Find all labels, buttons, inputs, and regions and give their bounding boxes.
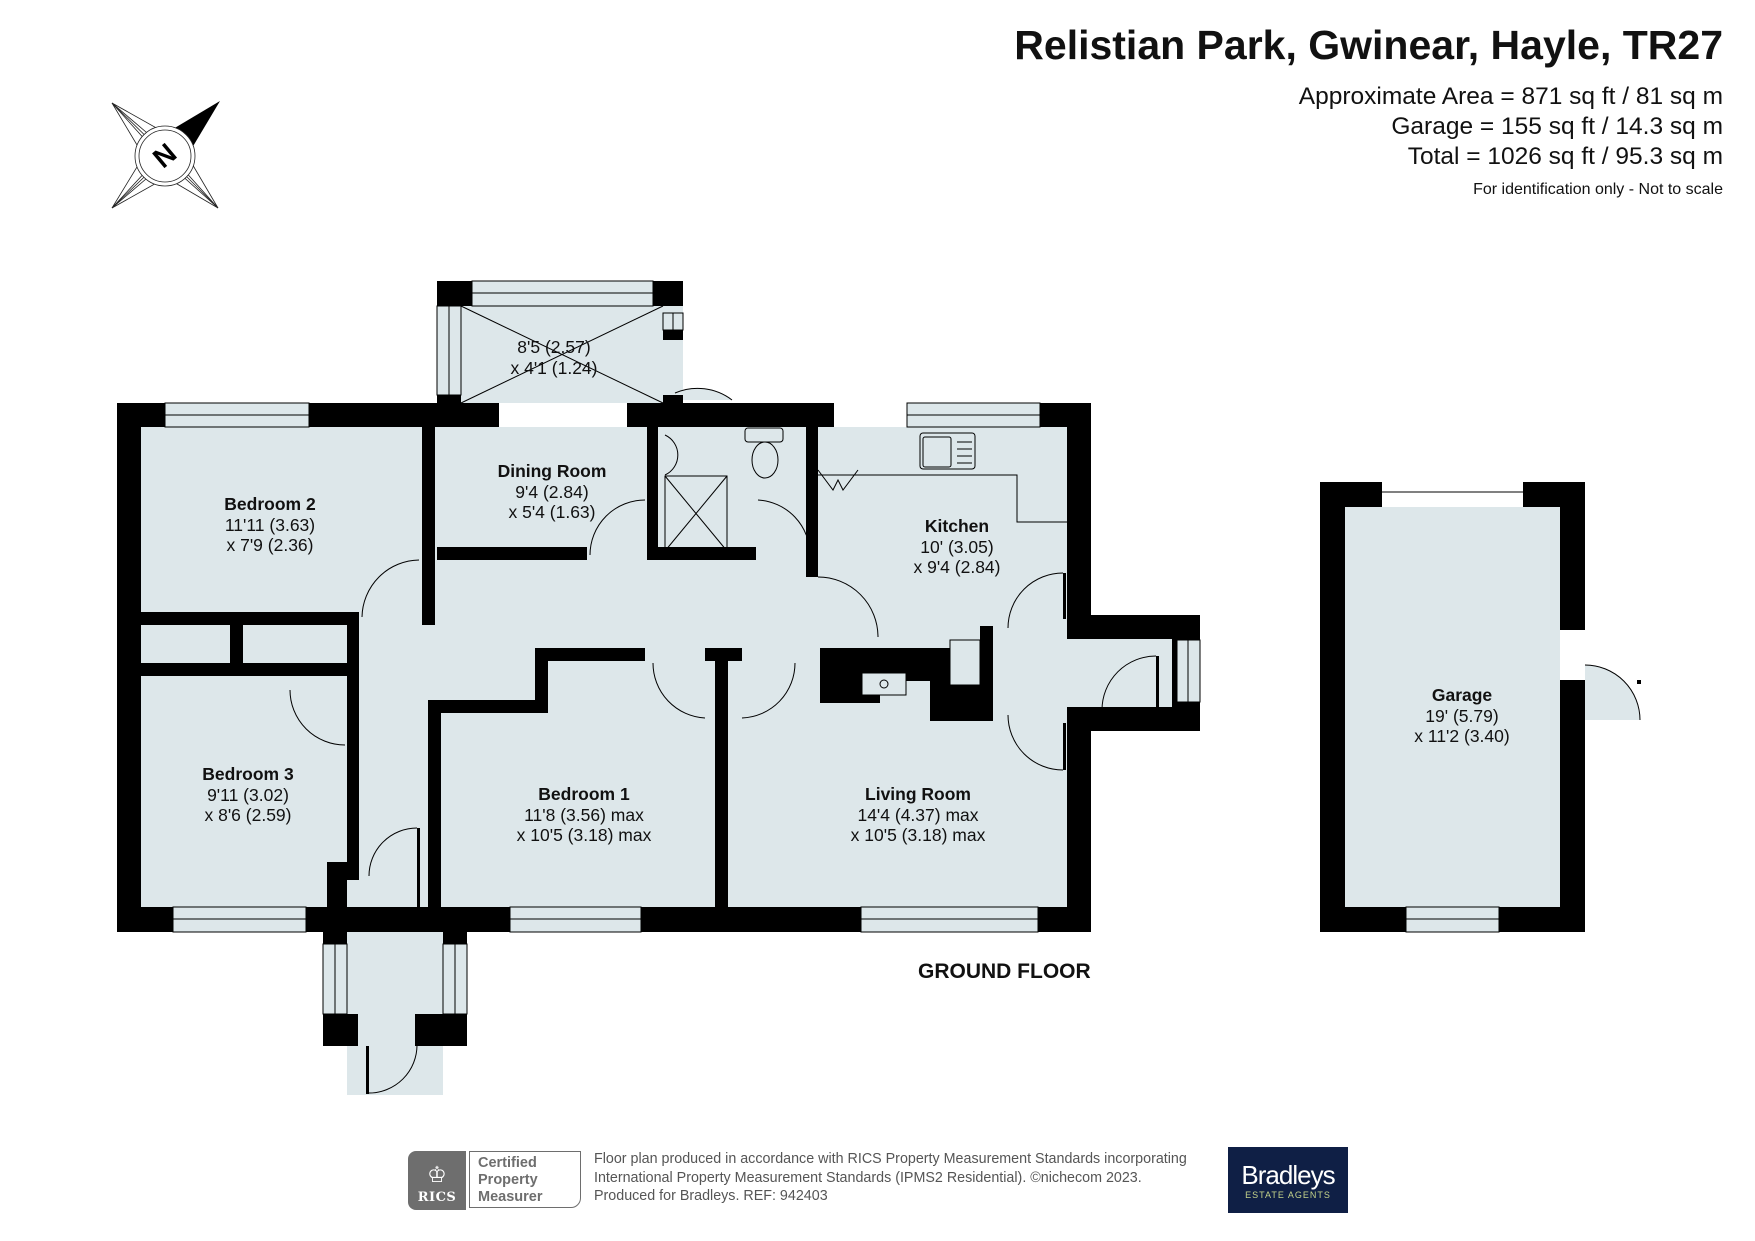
- garage-dimension-2: x 11'2 (3.40): [1414, 726, 1510, 746]
- porch-dimension-1: 8'5 (2.57): [517, 337, 591, 357]
- bedroom-1-name: Bedroom 1: [538, 784, 630, 804]
- rics-lion-icon: ♔: [427, 1162, 447, 1187]
- bradleys-logo: Bradleys ESTATE AGENTS: [1228, 1147, 1348, 1213]
- porch-label: 8'5 (2.57) x 4'1 (1.24): [511, 337, 598, 378]
- cert-line-1: Certified: [478, 1155, 537, 1171]
- living-room-dimension-2: x 10'5 (3.18) max: [850, 825, 986, 845]
- fixtures: [460, 305, 1067, 696]
- footer-line-3: Produced for Bradleys. REF: 942403: [594, 1188, 828, 1204]
- floor-level-label: GROUND FLOOR: [918, 960, 1091, 983]
- cert-line-3: Measurer: [478, 1189, 543, 1205]
- rics-abbreviation: RICS: [417, 1190, 457, 1205]
- porch-dimension-2: x 4'1 (1.24): [510, 357, 598, 378]
- living-room-label: Living Room 14'4 (4.37) max x 10'5 (3.18…: [851, 784, 986, 846]
- garage-dimension-1: 19' (5.79): [1425, 705, 1499, 726]
- walls: [117, 281, 1585, 1046]
- dining-room-dimension-1: 9'4 (2.84): [515, 481, 589, 502]
- kitchen-dimension-1: 10' (3.05): [920, 536, 994, 557]
- bedroom-1-dimension-1: 11'8 (3.56) max: [524, 804, 644, 825]
- total-area: Total = 1026 sq ft / 95.3 sq m: [1407, 143, 1723, 170]
- bedroom-2-dimension-1: 11'11 (3.63): [224, 514, 316, 535]
- bedroom-3-dimension-2: x 8'6 (2.59): [204, 805, 292, 825]
- rics-logo: ♔ RICS: [408, 1151, 466, 1210]
- kitchen-dimension-2: x 9'4 (2.84): [913, 557, 1001, 577]
- property-title: Relistian Park, Gwinear, Hayle, TR27: [1014, 22, 1723, 68]
- dining-room-name: Dining Room: [497, 461, 607, 481]
- living-room-dimension-1: 14'4 (4.37) max: [857, 804, 979, 825]
- garage-label: Garage 19' (5.79) x 11'2 (3.40): [1414, 685, 1509, 747]
- brand-subtitle: ESTATE AGENTS: [1245, 1189, 1331, 1200]
- scale-disclaimer: For identification only - Not to scale: [1473, 181, 1723, 198]
- bedroom-1-label: Bedroom 1 11'8 (3.56) max x 10'5 (3.18) …: [517, 784, 652, 846]
- approximate-area: Approximate Area = 871 sq ft / 81 sq m: [1298, 83, 1723, 110]
- dining-room-label: Dining Room 9'4 (2.84) x 5'4 (1.63): [498, 461, 607, 523]
- bedroom-3-dimension-1: 9'11 (3.02): [207, 784, 289, 805]
- bedroom-3-name: Bedroom 3: [202, 764, 294, 784]
- bedroom-2-name: Bedroom 2: [224, 494, 316, 514]
- area-summary: Approximate Area = 871 sq ft / 81 sq m G…: [1299, 82, 1723, 172]
- footer-line-1: Floor plan produced in accordance with R…: [594, 1151, 1187, 1167]
- bedroom-2-label: Bedroom 2 11'11 (3.63) x 7'9 (2.36): [224, 494, 315, 556]
- door-swings: [289, 387, 1641, 1094]
- rics-certified-badge: ♔ RICS Certified Property Measurer: [408, 1151, 581, 1210]
- certified-property-measurer: Certified Property Measurer: [469, 1151, 581, 1208]
- brand-name: Bradleys: [1241, 1159, 1335, 1190]
- dining-room-dimension-2: x 5'4 (1.63): [508, 502, 596, 522]
- cert-line-2: Property: [478, 1172, 538, 1188]
- kitchen-label: Kitchen 10' (3.05) x 9'4 (2.84): [914, 516, 1001, 578]
- bedroom-1-dimension-2: x 10'5 (3.18) max: [516, 825, 652, 845]
- footer-compliance-text: Floor plan produced in accordance with R…: [594, 1150, 1187, 1206]
- bedroom-2-dimension-2: x 7'9 (2.36): [226, 535, 314, 555]
- garage-area: Garage = 155 sq ft / 14.3 sq m: [1391, 113, 1723, 140]
- living-room-name: Living Room: [865, 784, 971, 804]
- windows: [164, 280, 1523, 1015]
- door-leaves: [366, 573, 1641, 1094]
- garage-name: Garage: [1431, 685, 1493, 705]
- bedroom-3-label: Bedroom 3 9'11 (3.02) x 8'6 (2.59): [202, 764, 293, 826]
- footer-line-2: International Property Measurement Stand…: [594, 1169, 1142, 1186]
- kitchen-name: Kitchen: [924, 516, 990, 536]
- north-arrow-compass-icon: N: [111, 101, 220, 209]
